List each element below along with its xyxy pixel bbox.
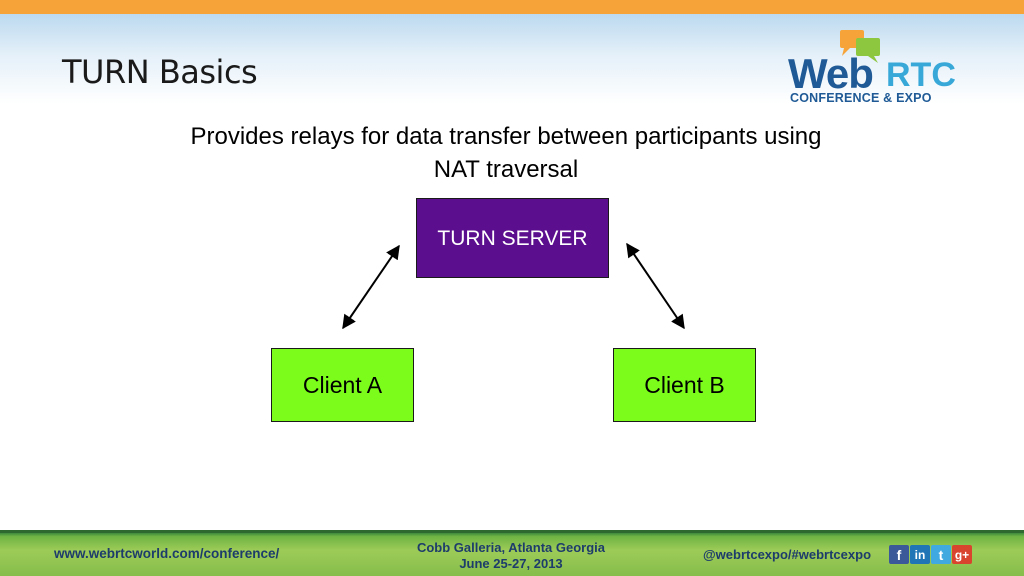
top-accent-bar xyxy=(0,0,1024,14)
subtitle-line-2: NAT traversal xyxy=(433,156,579,183)
subtitle-line-1: Provides relays for data transfer betwee… xyxy=(190,123,822,150)
speech-bubbles-icon xyxy=(840,30,880,63)
facebook-icon[interactable]: f xyxy=(889,545,909,564)
webrtc-logo: Web RTC CONFERENCE & EXPO xyxy=(786,28,976,110)
twitter-icon[interactable]: t xyxy=(931,545,951,564)
footer-handle: @webrtcexpo/#webrtcexpo xyxy=(703,547,872,562)
footer-url: www.webrtcworld.com/conference/ xyxy=(54,546,280,561)
arrow-server-client-b xyxy=(626,242,685,330)
turn-server-node: TURN SERVER xyxy=(416,198,609,278)
logo-tagline: CONFERENCE & EXPO xyxy=(790,91,932,105)
header-band xyxy=(0,14,1024,104)
client-a-node: Client A xyxy=(271,348,414,422)
footer-venue: Cobb Galleria, Atlanta Georgia June 25-2… xyxy=(396,540,626,572)
slide-subtitle: Provides relays for data transfer betwee… xyxy=(106,120,906,186)
google-plus-icon[interactable]: g+ xyxy=(952,545,972,564)
footer-divider xyxy=(0,530,1024,534)
slide-title: TURN Basics xyxy=(62,53,258,91)
arrow-server-client-a xyxy=(342,244,400,330)
social-icons: f in t g+ xyxy=(889,545,972,564)
footer-band xyxy=(0,533,1024,576)
logo-rtc-text: RTC xyxy=(886,56,956,94)
venue-name: Cobb Galleria, Atlanta Georgia xyxy=(416,540,606,555)
logo-web-text: Web xyxy=(788,50,874,97)
client-b-node: Client B xyxy=(613,348,756,422)
venue-dates: June 25-27, 2013 xyxy=(459,556,563,571)
linkedin-icon[interactable]: in xyxy=(910,545,930,564)
